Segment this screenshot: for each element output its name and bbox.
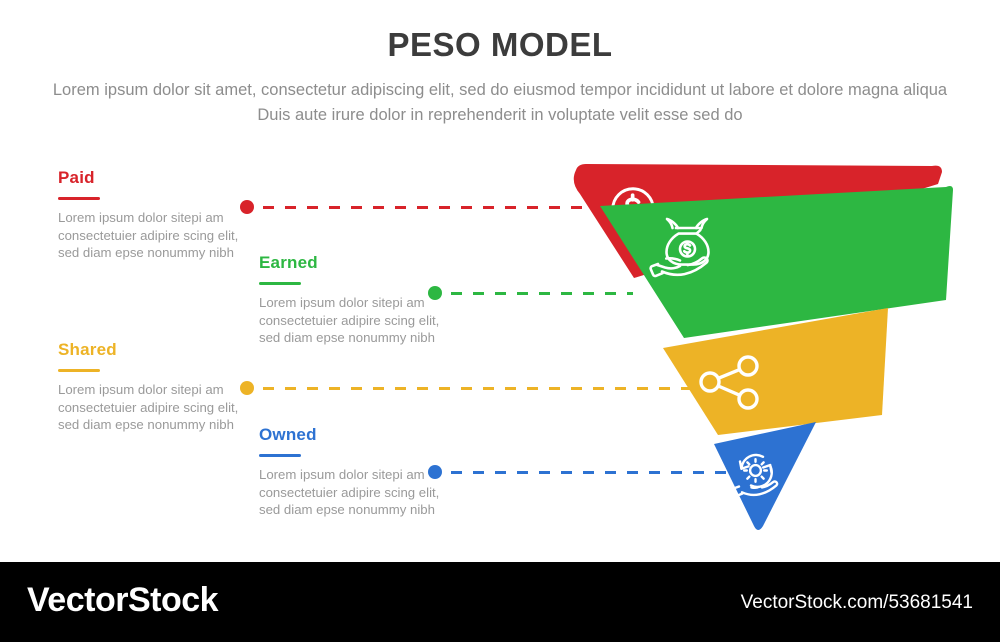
funnel-chart (573, 164, 953, 530)
funnel-shape-earned (600, 186, 953, 338)
connector-earned (428, 286, 633, 300)
connector-dot-shared (240, 381, 254, 395)
connector-owned (428, 465, 738, 479)
connector-line-earned (451, 291, 633, 295)
connector-line-owned (451, 470, 738, 474)
stage-underline-owned (259, 454, 301, 457)
connector-line-paid (263, 205, 585, 209)
stage-block-shared[interactable]: Shared Lorem ipsum dolor sitepi am conse… (58, 340, 248, 434)
stage-title-earned: Earned (259, 253, 318, 272)
stage-body-earned: Lorem ipsum dolor sitepi am consectetuie… (259, 295, 440, 345)
stage-body-shared: Lorem ipsum dolor sitepi am consectetuie… (58, 382, 239, 432)
share-network-icon (699, 355, 759, 410)
stage-title-owned: Owned (259, 425, 317, 444)
connector-paid (240, 200, 585, 214)
connector-line-shared (263, 386, 690, 390)
watermark-bar: VectorStock VectorStock.com/53681541 (0, 562, 1000, 642)
funnel-segment-shared[interactable] (663, 308, 888, 435)
stage-body-paid: Lorem ipsum dolor sitepi am consectetuie… (58, 210, 239, 260)
connector-shared (240, 381, 690, 395)
stage-title-shared: Shared (58, 340, 117, 359)
stage-block-paid[interactable]: Paid Lorem ipsum dolor sitepi am consect… (58, 168, 248, 262)
connector-dot-owned (428, 465, 442, 479)
funnel-segment-owned[interactable] (714, 422, 816, 530)
stage-underline-earned (259, 282, 301, 285)
brand-url: VectorStock.com/53681541 (740, 592, 973, 613)
page-subtitle: Lorem ipsum dolor sit amet, consectetur … (52, 81, 948, 124)
money-bag-hand-icon (649, 217, 710, 278)
stage-block-owned[interactable]: Owned Lorem ipsum dolor sitepi am consec… (259, 425, 449, 519)
gear-refresh-hand-icon (732, 453, 779, 497)
connector-dot-earned (428, 286, 442, 300)
connector-dot-paid (240, 200, 254, 214)
funnel-shape-shared (663, 308, 888, 435)
funnel-shape-owned (714, 422, 816, 530)
funnel-segment-earned[interactable] (600, 186, 953, 338)
stage-body-owned: Lorem ipsum dolor sitepi am consectetuie… (259, 467, 440, 517)
stage-underline-paid (58, 197, 100, 200)
brand-name: VectorStock (27, 581, 219, 619)
stage-title-paid: Paid (58, 168, 95, 187)
stage-underline-shared (58, 369, 100, 372)
page-title: PESO MODEL (387, 26, 613, 63)
stage-block-earned[interactable]: Earned Lorem ipsum dolor sitepi am conse… (259, 253, 449, 347)
